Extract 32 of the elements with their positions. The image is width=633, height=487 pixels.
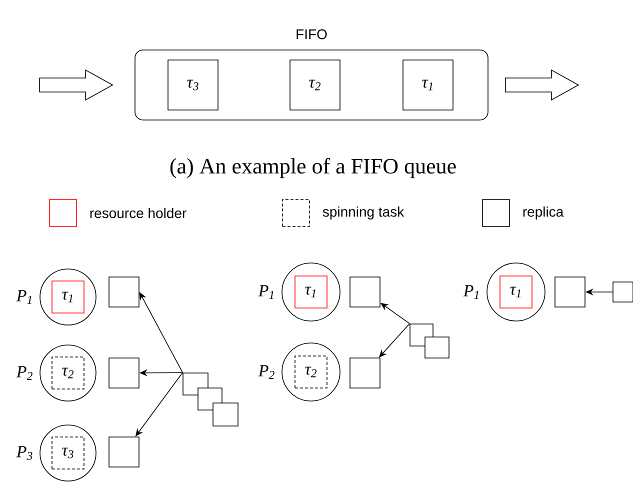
queue-label: FIFO <box>296 29 327 40</box>
block-arrow <box>39 69 114 101</box>
arrow <box>139 292 183 373</box>
processor-label: P$_{1}$ <box>16 290 32 304</box>
replica-box <box>554 276 586 308</box>
replica-box <box>424 336 450 358</box>
replica-box <box>108 358 140 388</box>
legend-label: resource holder <box>90 208 186 218</box>
replica-box <box>212 402 238 426</box>
processor-label: P$_{1}$ <box>258 285 274 299</box>
replica-box <box>108 276 140 308</box>
legend-label: spinning task <box>322 206 404 220</box>
task-box: τ$_{1}$ <box>294 276 328 308</box>
task-box: τ$_{3}$ <box>52 436 84 470</box>
task-box: τ$_{1}$ <box>500 276 532 308</box>
task-box: τ$_{2}$ <box>290 60 340 110</box>
processor-label: P$_{2}$ <box>16 366 32 380</box>
legend-label: replica <box>523 206 564 220</box>
replica-box <box>350 358 380 388</box>
task-box: τ$_{1}$ <box>52 280 84 314</box>
task-box: τ$_{2}$ <box>294 356 328 388</box>
caption: (a) An example of a FIFO queue <box>170 158 456 178</box>
block-arrow <box>505 69 580 101</box>
replica-box <box>108 436 140 468</box>
task-box: τ$_{2}$ <box>52 356 84 390</box>
processor-label: P$_{3}$ <box>16 446 32 460</box>
replica-box <box>612 282 633 302</box>
processor-label: P$_{2}$ <box>258 365 274 379</box>
processor-label: P$_{1}$ <box>463 285 478 299</box>
replica-box <box>350 276 380 308</box>
task-box: τ$_{3}$ <box>168 60 218 110</box>
task-box: τ$_{1}$ <box>402 60 454 110</box>
